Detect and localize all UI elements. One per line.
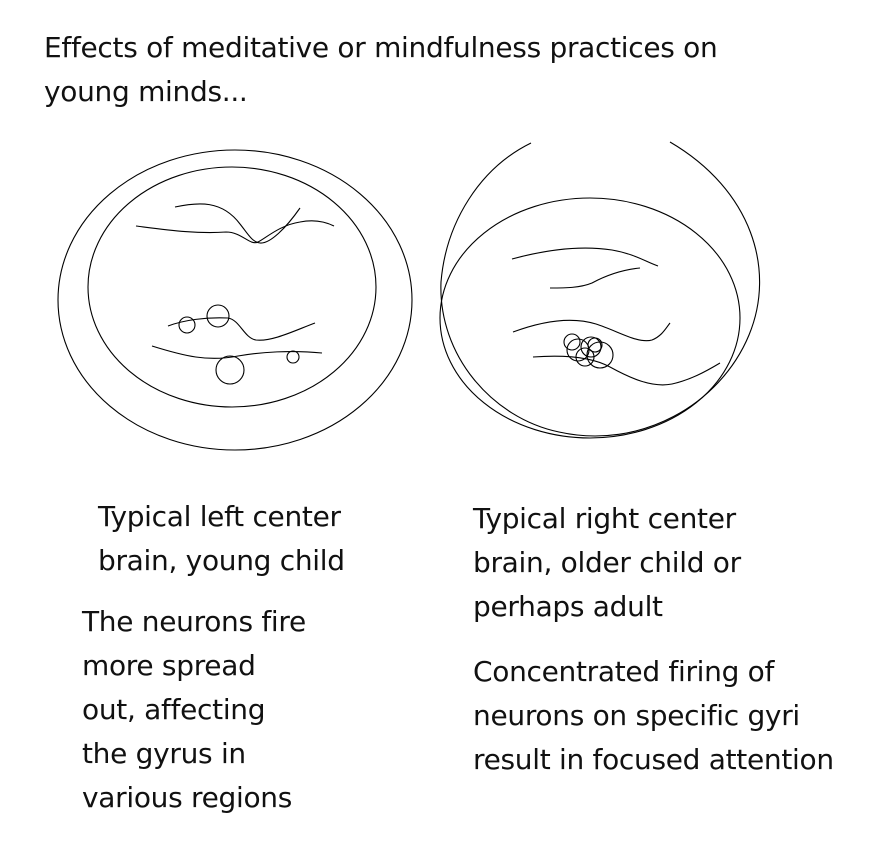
right-brain-description: Concentrated firing of neurons on specif… bbox=[473, 650, 888, 782]
left-neuron-2 bbox=[179, 317, 195, 333]
left-gyrus-1 bbox=[136, 221, 334, 243]
left-brain-outer bbox=[58, 150, 412, 450]
left-gyrus-2 bbox=[175, 204, 300, 243]
right-brain-outer bbox=[441, 142, 760, 436]
left-neuron-3 bbox=[216, 356, 244, 384]
left-gyrus-3 bbox=[168, 318, 315, 340]
right-gyrus-4 bbox=[533, 356, 720, 385]
right-gyrus-3 bbox=[513, 320, 670, 340]
left-neuron-1 bbox=[207, 305, 229, 327]
left-brain-inner bbox=[88, 167, 376, 407]
right-neuron-cluster-6 bbox=[564, 334, 580, 350]
right-neuron-cluster-2 bbox=[581, 337, 601, 357]
left-brain bbox=[58, 150, 412, 450]
left-brain-caption: Typical left center brain, young child bbox=[98, 495, 428, 583]
right-neuron-cluster-5 bbox=[588, 338, 602, 352]
left-neuron-4 bbox=[287, 351, 299, 363]
right-gyrus-1 bbox=[512, 248, 658, 266]
right-brain-inner bbox=[440, 198, 740, 438]
right-brain bbox=[440, 142, 760, 438]
right-brain-caption: Typical right center brain, older child … bbox=[473, 497, 833, 629]
right-gyrus-2 bbox=[550, 268, 640, 288]
left-brain-description: The neurons fire more spread out, affect… bbox=[82, 600, 402, 820]
